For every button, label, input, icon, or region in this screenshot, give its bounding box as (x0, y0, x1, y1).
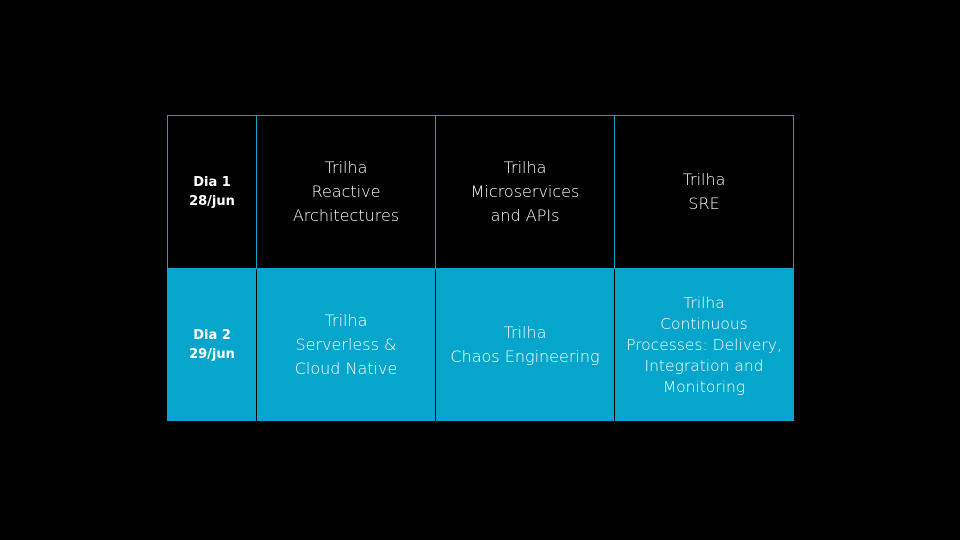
track-cell: Trilha Serverless & Cloud Native (256, 268, 436, 422)
track-cell: Trilha SRE (614, 115, 794, 269)
day-label: Dia 2 29/jun (167, 268, 257, 422)
day-label: Dia 1 28/jun (167, 115, 257, 269)
schedule-table: Dia 1 28/jun Trilha Reactive Architectur… (167, 115, 794, 422)
track-cell: Trilha Chaos Engineering (435, 268, 615, 422)
track-cell: Trilha Reactive Architectures (256, 115, 436, 269)
track-cell: Trilha Microservices and APIs (435, 115, 615, 269)
track-cell: Trilha Continuous Processes: Delivery, I… (614, 268, 794, 422)
schedule-row-day-2: Dia 2 29/jun Trilha Serverless & Cloud N… (167, 268, 794, 422)
schedule-row-day-1: Dia 1 28/jun Trilha Reactive Architectur… (167, 115, 794, 269)
